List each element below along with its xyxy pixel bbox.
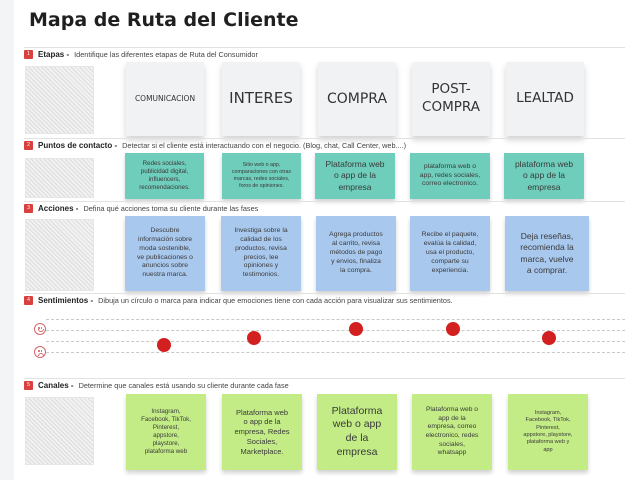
sticky-action[interactable]: Recibe el paquete, evalúa la calidad, us… [410,216,490,291]
sticky-touchpoint[interactable]: plataforma web o app, redes sociales, co… [410,153,490,199]
row-number: 2 [24,140,33,150]
sticky-touchpoint[interactable]: Sitio web o app, comparaciones con otras… [222,153,301,199]
sticky-channel[interactable]: Instagram, Facebook, TikTok, Pinterest, … [126,394,206,470]
row-number: 1 [24,49,33,59]
row-number: 4 [24,295,33,305]
row-header-acciones: 3 Acciones - Defina qué acciones toma su… [24,202,258,214]
image-placeholder[interactable] [25,66,94,134]
sticky-touchpoint[interactable]: Plataforma web o app de la empresa [315,153,395,199]
row-header-etapas: 1 Etapas - Identifique las diferentes et… [24,48,258,60]
sticky-channel[interactable]: Plataforma web o app de la empresa, Rede… [222,394,302,470]
sticky-touchpoint[interactable]: plataforma web o app de la empresa [504,153,584,199]
divider [24,378,625,379]
sticky-action[interactable]: Investiga sobre la calidad de los produc… [221,216,301,291]
row-label: Canales - [38,380,74,390]
sentiment-track [46,330,625,331]
page-title: Mapa de Ruta del Cliente [29,9,299,31]
divider [24,201,625,202]
sentiment-track [46,341,625,342]
divider [24,138,625,139]
row-description: Identifique las diferentes etapas de Rut… [74,49,258,59]
sticky-stage[interactable]: LEALTAD [506,62,584,136]
row-label: Sentimientos - [38,295,94,305]
sad-face-icon [34,346,46,358]
row-label: Acciones - [38,203,79,213]
row-label: Etapas - [38,49,70,59]
sticky-channel[interactable]: Instagram, Facebook, TikTok, Pinterest, … [508,394,588,470]
sticky-stage[interactable]: COMUNICACION [126,62,204,136]
sticky-action[interactable]: Deja reseñas, recomienda la marca, vuelv… [505,216,589,291]
sticky-stage[interactable]: COMPRA [318,62,396,136]
row-number: 5 [24,380,33,390]
sentiment-track [46,352,625,353]
row-description: Defina qué acciones toma su cliente dura… [83,203,259,213]
sticky-stage[interactable]: POST- COMPRA [412,62,490,136]
divider [24,47,625,48]
sentiment-dot[interactable] [446,321,460,336]
sticky-action[interactable]: Agrega productos al carrito, revisa méto… [316,216,396,291]
sticky-touchpoint[interactable]: Redes sociales, publicidad digital, infl… [125,153,204,199]
image-placeholder[interactable] [25,158,94,198]
row-description: Detectar si el cliente está interactuand… [122,140,407,150]
sentiment-track [46,319,625,320]
sticky-stage[interactable]: INTERES [222,62,300,136]
sentiment-dot[interactable] [247,331,261,345]
row-header-canales: 5 Canales - Determine que canales está u… [24,379,289,391]
image-placeholder[interactable] [25,219,94,291]
row-description: Dibuja un círculo o marca para indicar q… [98,295,453,305]
row-label: Puntos de contacto - [38,140,118,150]
row-number: 3 [24,203,33,213]
happy-face-icon [34,323,46,335]
row-header-puntos: 2 Puntos de contacto - Detectar si el cl… [24,139,406,151]
divider [24,293,625,294]
image-placeholder[interactable] [25,397,94,465]
sentiment-dot[interactable] [349,321,363,336]
sentiment-dot[interactable] [542,331,556,345]
sentiment-dot[interactable] [157,337,171,352]
sticky-channel[interactable]: Plataforma web o app de la empresa [317,394,397,470]
row-description: Determine que canales está usando su cli… [78,380,289,390]
sticky-action[interactable]: Descubre información sobre moda sostenib… [125,216,205,291]
sticky-channel[interactable]: Plataforma web o app de la empresa, corr… [412,394,492,470]
row-header-sentimientos: 4 Sentimientos - Dibuja un círculo o mar… [24,294,453,306]
